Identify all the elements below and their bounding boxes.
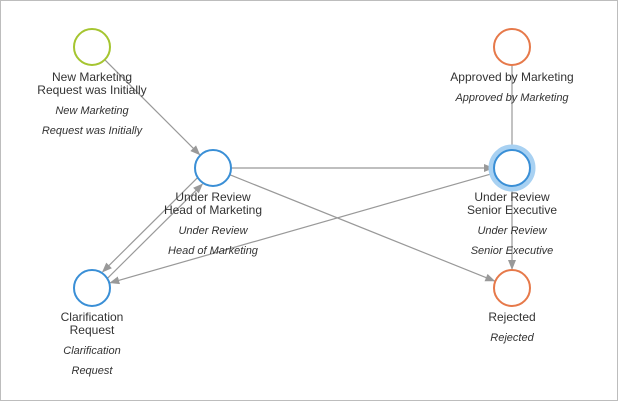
node-subtitle-line: Under Review xyxy=(477,225,547,237)
node-subtitle-line: Request was Initially xyxy=(41,125,143,137)
node-subtitle-line: Under Review xyxy=(178,225,248,237)
node-title-line: Under Review xyxy=(474,190,550,204)
selection-ring xyxy=(488,144,536,192)
node-new[interactable] xyxy=(73,28,111,66)
node-clarify[interactable] xyxy=(73,269,111,307)
node-title-line: Approved by Marketing xyxy=(450,70,574,84)
node-subtitle-line: Head of Marketing xyxy=(168,245,258,257)
node-title-line: Senior Executive xyxy=(466,203,558,217)
node-title-line: Request xyxy=(69,323,115,337)
edge-review_head-to-rejected[interactable] xyxy=(229,174,496,282)
node-title-line: New Marketing xyxy=(51,70,133,84)
node-subtitle-line: Senior Executive xyxy=(470,245,554,257)
node-subtitle-line: Clarification xyxy=(63,345,121,357)
node-title-line: Head of Marketing xyxy=(163,203,263,217)
node-title-line: Under Review xyxy=(175,190,251,204)
edge-new-to-review_head[interactable] xyxy=(104,59,201,156)
edge-clarify-to-review_head[interactable] xyxy=(107,183,204,279)
node-title-line: Request was Initially xyxy=(37,83,147,97)
node-review-exec[interactable] xyxy=(493,149,531,187)
node-title-line: Rejected xyxy=(488,310,536,324)
node-title-line: Clarification xyxy=(60,310,124,324)
node-subtitle-line: Rejected xyxy=(490,332,534,344)
edge-review_head-to-clarify[interactable] xyxy=(101,177,198,273)
node-review-head[interactable] xyxy=(194,149,232,187)
node-subtitle-line: Request xyxy=(71,365,113,377)
node-subtitle-line: New Marketing xyxy=(55,105,129,117)
node-subtitle-line: Approved by Marketing xyxy=(455,92,569,104)
node-approved[interactable] xyxy=(493,28,531,66)
edge-review_exec-to-clarify[interactable] xyxy=(109,172,495,285)
node-rejected[interactable] xyxy=(493,269,531,307)
